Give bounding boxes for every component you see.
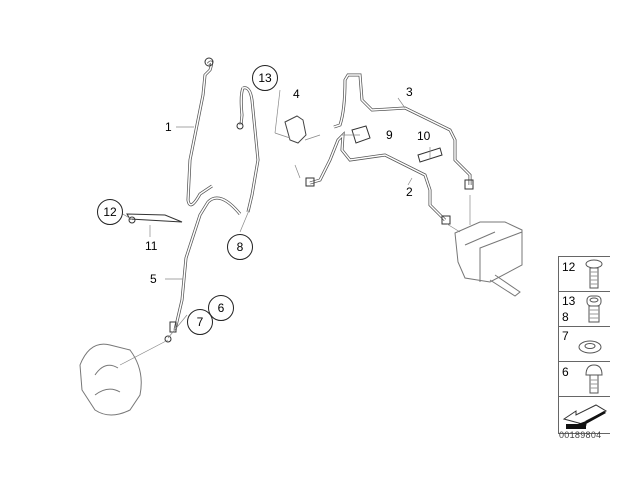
legend-cell-6: 6 bbox=[558, 361, 610, 396]
brake-caliper bbox=[79, 343, 142, 416]
callout-5: 5 bbox=[150, 272, 157, 286]
callout-9: 9 bbox=[386, 128, 393, 142]
brake-hose-1 bbox=[186, 60, 214, 207]
legend-cell-13-8: 13 8 bbox=[558, 291, 610, 326]
callout-8: 8 bbox=[227, 234, 253, 260]
callout-7: 7 bbox=[187, 309, 213, 335]
legend-cell-arrow bbox=[558, 396, 610, 434]
callout-11: 11 bbox=[145, 239, 158, 253]
callout-1: 1 bbox=[165, 120, 172, 134]
hollow-bolt-icon bbox=[586, 295, 602, 323]
flange-bolt-icon bbox=[585, 259, 603, 289]
reference-number: 00189804 bbox=[559, 430, 602, 440]
sealing-washer-icon bbox=[578, 340, 602, 354]
dome-bolt-icon bbox=[585, 364, 603, 394]
callout-13: 13 bbox=[252, 65, 278, 91]
direction-arrow-icon bbox=[562, 404, 608, 429]
callout-2: 2 bbox=[406, 185, 413, 199]
abs-unit bbox=[454, 221, 523, 297]
brake-pipe-2 bbox=[309, 131, 447, 222]
callout-6: 6 bbox=[208, 295, 234, 321]
callout-10: 10 bbox=[417, 129, 431, 143]
callout-4: 4 bbox=[293, 87, 300, 101]
legend-cell-12: 12 bbox=[558, 256, 610, 291]
fastener-legend: 12 13 8 7 6 bbox=[558, 256, 610, 434]
callout-12: 12 bbox=[97, 199, 123, 225]
legend-cell-7: 7 bbox=[558, 326, 610, 361]
callout-3: 3 bbox=[406, 85, 413, 99]
